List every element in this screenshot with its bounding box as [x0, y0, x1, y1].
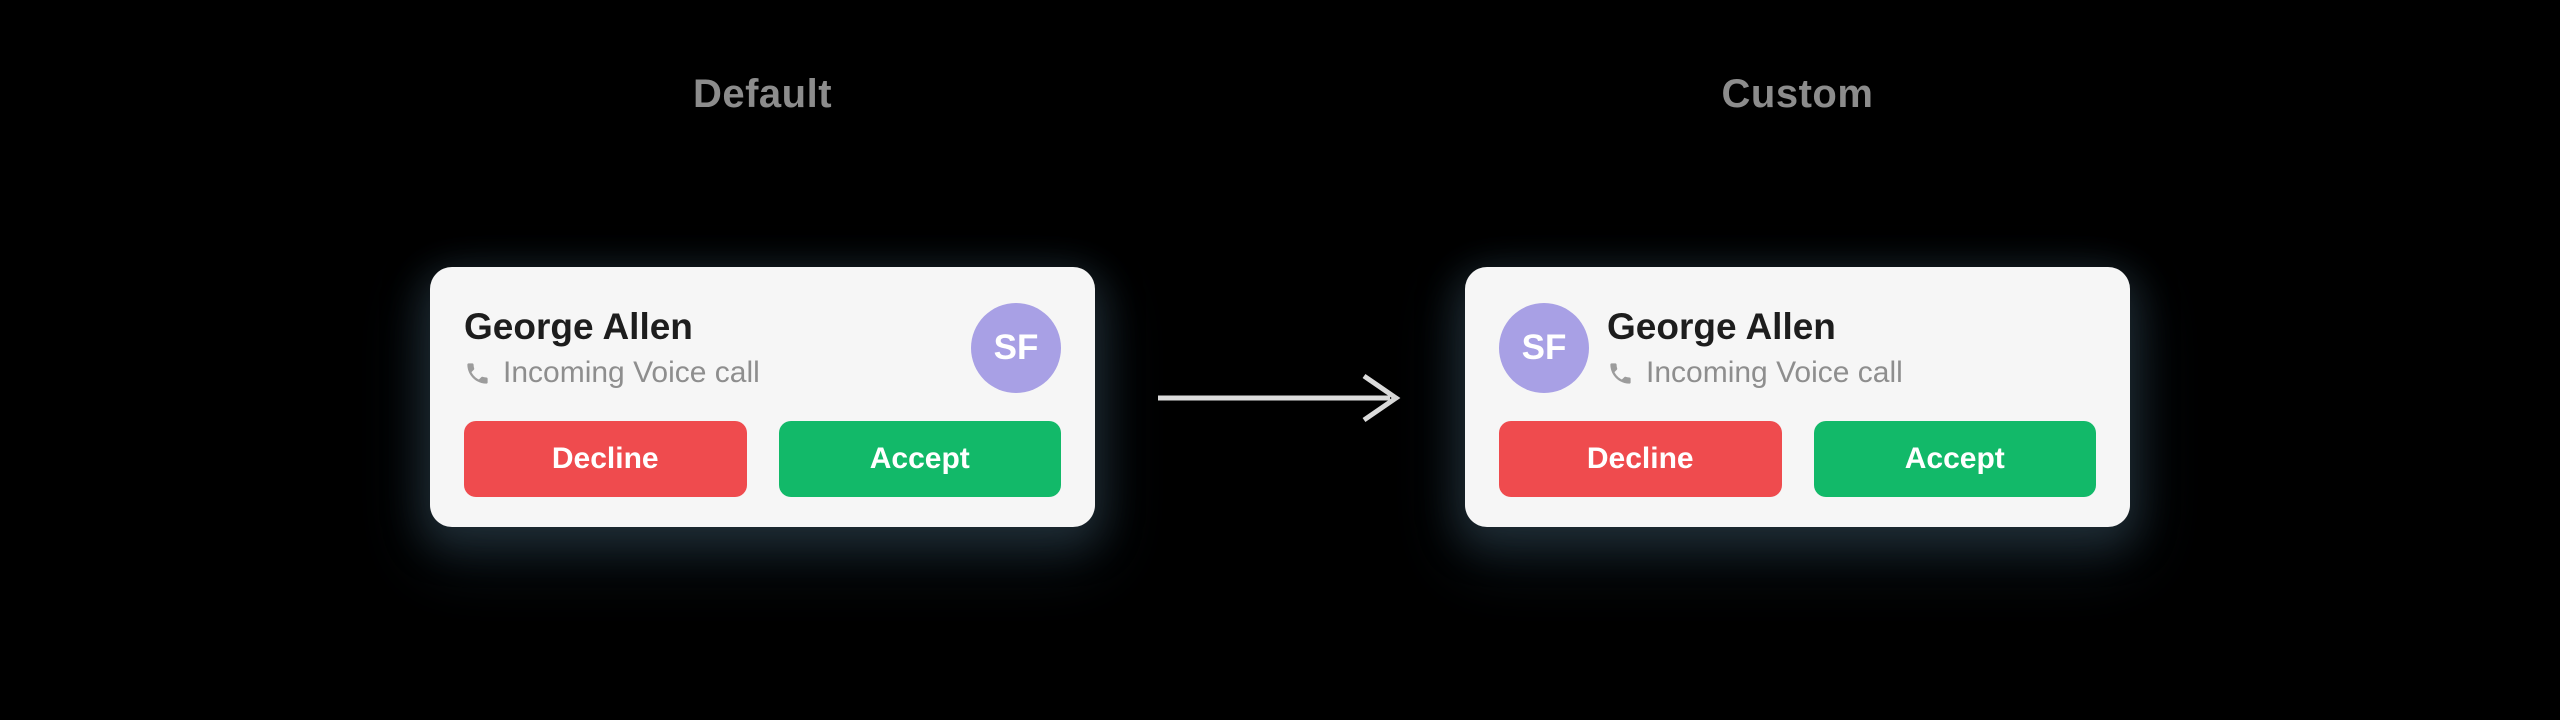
phone-icon	[467, 363, 488, 384]
phone-icon	[1610, 363, 1631, 384]
caller-name: George Allen	[1607, 305, 1836, 347]
call-type-row: Incoming Voice call	[464, 355, 760, 391]
incoming-call-card-default: George Allen Incoming Voice call SF Decl…	[430, 267, 1095, 527]
call-type-row: Incoming Voice call	[1607, 355, 1903, 391]
card-actions: Decline Accept	[1499, 421, 2096, 497]
decline-button[interactable]: Decline	[464, 421, 747, 497]
caller-info: George Allen Incoming Voice call	[464, 305, 760, 391]
call-type-label: Incoming Voice call	[1646, 356, 1903, 390]
decline-button[interactable]: Decline	[1499, 421, 1782, 497]
section-label-custom: Custom	[1721, 72, 1874, 116]
caller-name: George Allen	[464, 305, 693, 347]
card-header: George Allen Incoming Voice call SF	[1499, 303, 2096, 393]
transition-arrow	[1150, 372, 1406, 424]
accept-button[interactable]: Accept	[1813, 421, 2096, 497]
incoming-call-card-custom: George Allen Incoming Voice call SF Decl…	[1465, 267, 2130, 527]
avatar: SF	[971, 303, 1061, 393]
call-type-label: Incoming Voice call	[503, 356, 760, 390]
avatar: SF	[1499, 303, 1589, 393]
arrow-right-icon	[1158, 373, 1401, 423]
card-header: George Allen Incoming Voice call SF	[464, 303, 1061, 393]
caller-info: George Allen Incoming Voice call	[1607, 305, 1903, 391]
accept-button[interactable]: Accept	[778, 421, 1061, 497]
section-label-default: Default	[692, 72, 833, 116]
card-actions: Decline Accept	[464, 421, 1061, 497]
